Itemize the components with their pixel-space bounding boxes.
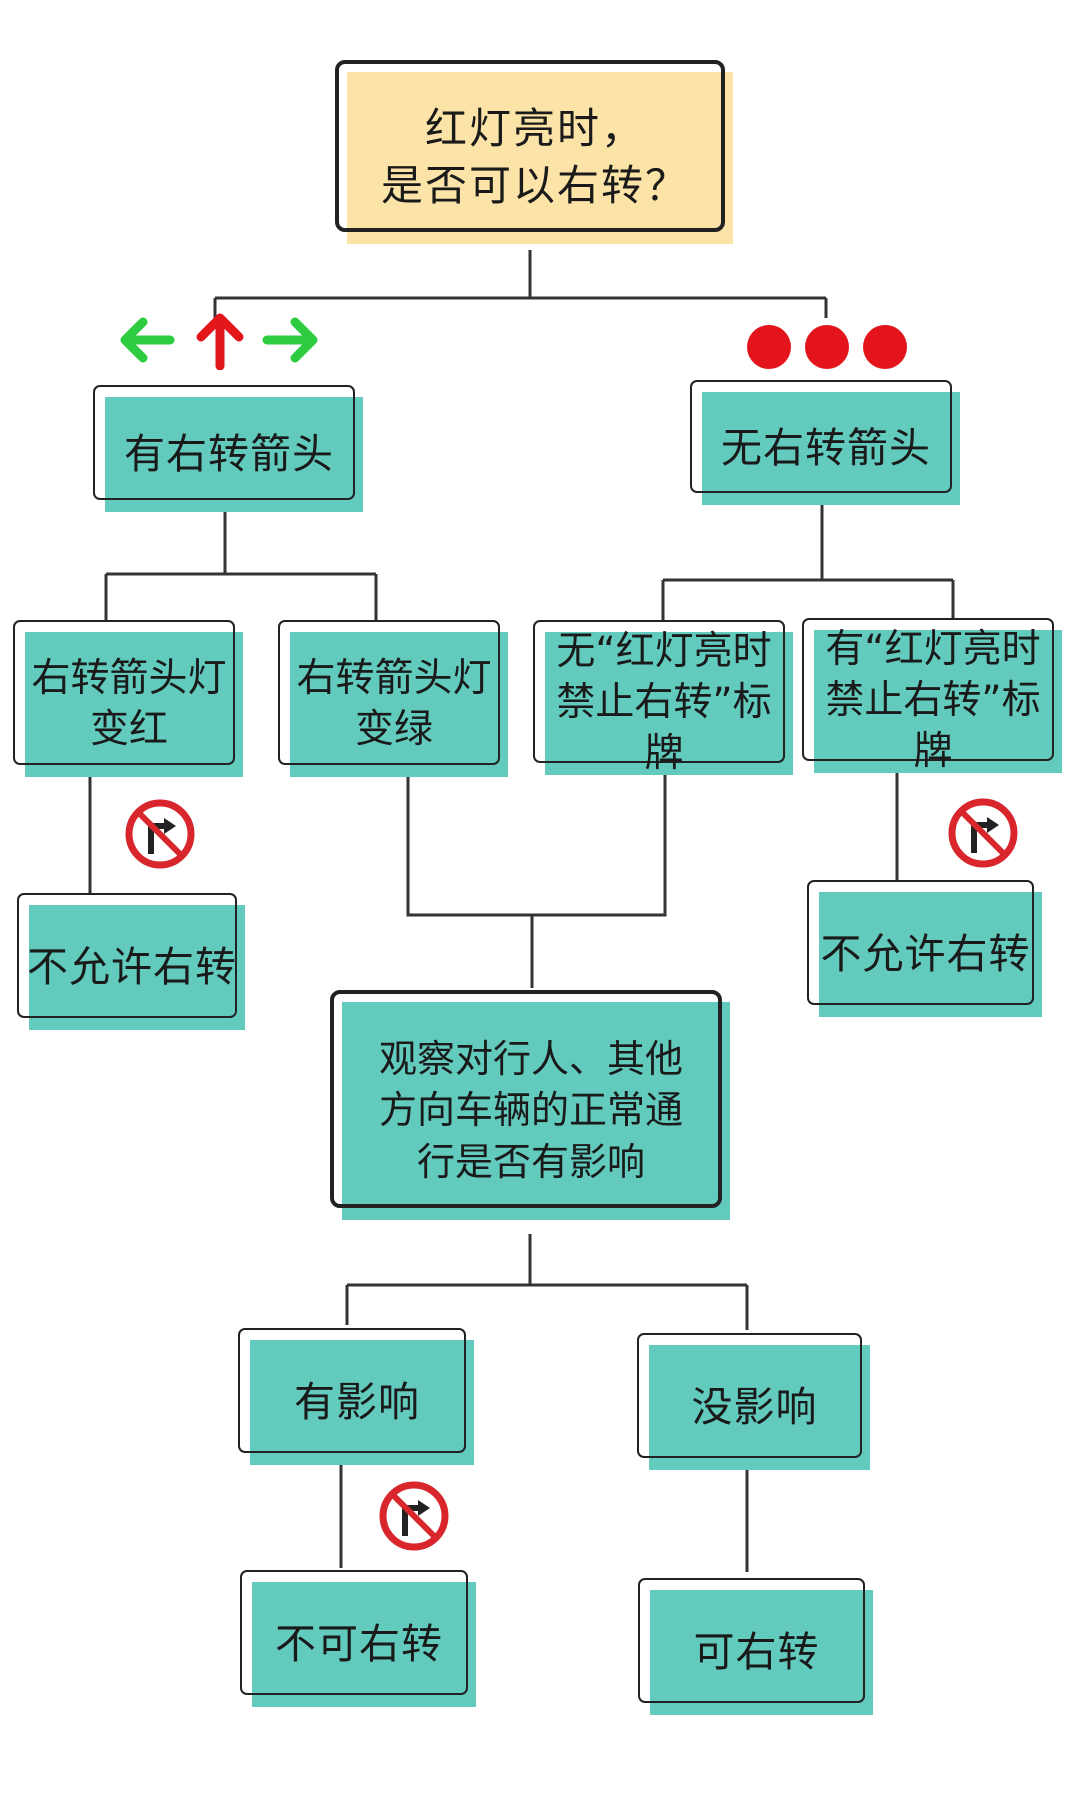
connector-no-arrow	[661, 505, 955, 620]
connector-merge	[406, 775, 667, 988]
no-effect-label: 没影响	[691, 1383, 818, 1432]
cannot-turn-node: 不可右转	[240, 1570, 476, 1707]
no-right-turn-sign-icon	[379, 1481, 449, 1551]
has-arrow-node: 有右转箭头	[93, 385, 363, 512]
not-allowed-left-node: 不允许右转	[17, 893, 245, 1030]
connector-has-arrow	[104, 512, 378, 620]
connector-root	[213, 250, 828, 322]
cannot-turn-label: 不可右转	[275, 1620, 443, 1669]
observe-label: 观察对行人、其他 方向车辆的正常通 行是否有影响	[378, 1037, 683, 1184]
no-arrow-node: 无右转箭头	[690, 380, 960, 505]
arrow-green-node: 右转箭头灯 变绿	[278, 620, 508, 777]
connector-observe	[345, 1234, 749, 1330]
no-right-turn-sign-icon	[125, 799, 195, 869]
root-question-label: 红灯亮时， 是否可以右转？	[380, 104, 689, 210]
not-allowed-right-node: 不允许右转	[807, 880, 1042, 1017]
has-arrow-label: 有右转箭头	[124, 430, 334, 479]
red-light-icon	[747, 325, 907, 369]
no-sign-node: 无“红灯亮时 禁止右转”标牌	[533, 620, 793, 776]
has-sign-node: 有“红灯亮时 禁止右转”标牌	[802, 618, 1062, 774]
no-effect-node: 没影响	[637, 1333, 870, 1470]
arrow-red-label: 右转箭头灯 变红	[31, 655, 227, 752]
arrow-red-node: 右转箭头灯 变红	[13, 620, 243, 777]
has-effect-label: 有影响	[294, 1378, 420, 1427]
not-allowed-left-label: 不允许右转	[27, 943, 237, 992]
up-arrow-icon	[196, 313, 244, 370]
right-arrow-icon	[262, 317, 318, 363]
observe-node: 观察对行人、其他 方向车辆的正常通 行是否有影响	[330, 990, 730, 1220]
has-sign-label: 有“红灯亮时 禁止右转”标牌	[825, 627, 1041, 774]
has-effect-node: 有影响	[238, 1328, 474, 1465]
root-question: 红灯亮时， 是否可以右转？	[335, 60, 733, 244]
no-right-turn-sign-icon	[948, 798, 1018, 868]
left-arrow-icon	[120, 317, 175, 363]
arrow-green-label: 右转箭头灯 变绿	[296, 655, 492, 752]
can-turn-node: 可右转	[638, 1578, 873, 1715]
no-sign-label: 无“红灯亮时 禁止右转”标牌	[556, 629, 772, 776]
arrow-lights	[120, 313, 318, 370]
no-arrow-label: 无右转箭头	[721, 424, 931, 473]
can-turn-label: 可右转	[693, 1628, 820, 1677]
not-allowed-right-label: 不允许右转	[820, 930, 1031, 979]
